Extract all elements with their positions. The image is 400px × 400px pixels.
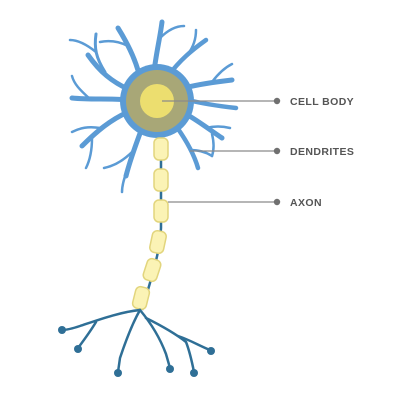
label-cell-body: CELL BODY <box>162 96 354 108</box>
myelin-segment <box>153 168 169 192</box>
terminal-knob <box>190 369 198 377</box>
terminal-knob <box>114 369 122 377</box>
terminal-knob <box>74 345 82 353</box>
myelin-sheath <box>131 137 169 311</box>
axon-label: AXON <box>290 197 322 209</box>
cell-body-label: CELL BODY <box>290 96 354 108</box>
label-dendrites: DENDRITES <box>190 146 354 158</box>
axon-terminals <box>60 308 212 374</box>
leader-dot <box>273 97 281 105</box>
myelin-segment <box>142 257 162 283</box>
label-axon: AXON <box>168 197 322 209</box>
myelin-segment <box>131 285 151 311</box>
terminal-knob <box>207 347 215 355</box>
axon-line <box>140 138 163 311</box>
myelin-segment <box>153 199 169 223</box>
leader-dot <box>273 198 281 206</box>
nucleus <box>140 84 174 118</box>
terminal-knob <box>166 365 174 373</box>
terminal-knobs <box>58 326 215 377</box>
dendrites-label: DENDRITES <box>290 146 354 158</box>
terminal-knob <box>58 326 66 334</box>
myelin-segment <box>153 137 169 161</box>
myelin-segment <box>149 229 167 255</box>
leader-dot <box>273 147 281 155</box>
